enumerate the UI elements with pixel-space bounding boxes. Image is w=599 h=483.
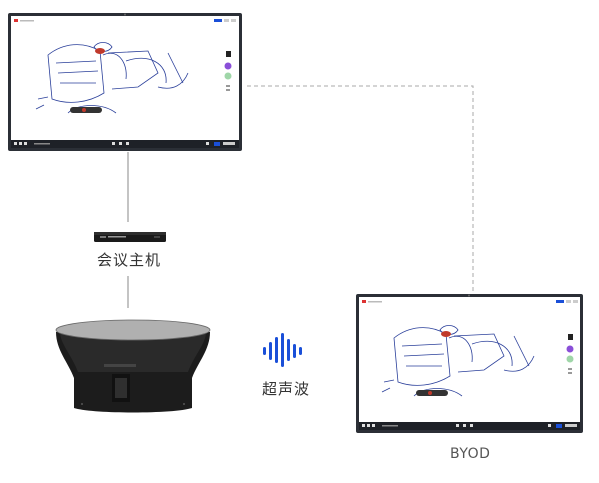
- sound-wave-icon: [262, 333, 306, 367]
- ultrasound-label: 超声波: [262, 380, 311, 398]
- byod-display: [356, 294, 583, 433]
- connector-display-to-byod: [247, 85, 474, 294]
- speakerphone-device: [52, 316, 214, 416]
- host-label: 会议主机: [97, 251, 162, 269]
- main-display: [8, 13, 242, 151]
- meeting-host-device: [94, 230, 166, 244]
- byod-label: BYOD: [450, 446, 491, 462]
